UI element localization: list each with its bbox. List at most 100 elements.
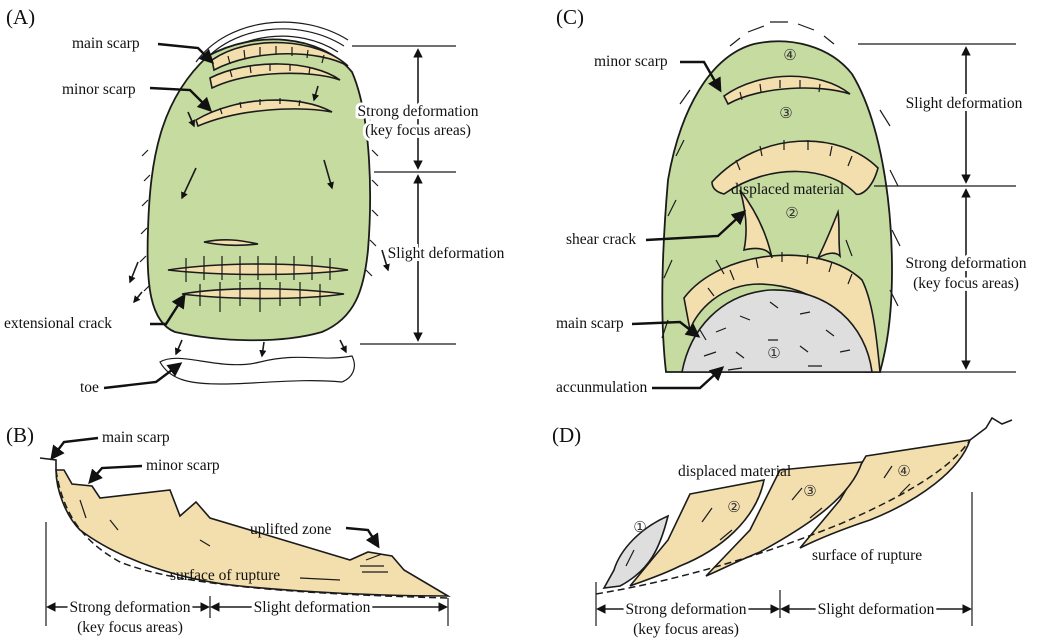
label-slight-deformation-b: Slight deformation — [254, 599, 371, 616]
slide-block-1 — [602, 514, 670, 589]
crack — [203, 239, 259, 247]
pointer-arrow — [103, 362, 183, 390]
panel-c: (C) ④ ③ ② ① minor scarp displaced materi… — [556, 5, 1030, 396]
label-toe: toe — [80, 379, 99, 396]
panel-c-tag: (C) — [556, 5, 584, 29]
motion-arrow — [312, 85, 320, 102]
surface-of-rupture-d — [595, 439, 971, 595]
label-extensional-crack: extensional crack — [4, 315, 112, 332]
label-key-focus: (key focus areas) — [365, 122, 471, 139]
label-surface-of-rupture-d: surface of rupture — [812, 547, 922, 564]
label-minor-scarp: minor scarp — [62, 81, 136, 98]
label-displaced-material-d: displaced material — [678, 463, 791, 480]
label-shear-crack: shear crack — [566, 231, 636, 248]
pointer-arrow — [88, 464, 143, 485]
pointer-arrow — [680, 60, 722, 93]
surface-of-rupture-line — [55, 469, 449, 599]
panel-d-tag: (D) — [552, 423, 581, 447]
number-1: ① — [767, 344, 780, 362]
label-displaced-material-c: displaced material — [731, 181, 844, 198]
side-hatching — [661, 89, 901, 341]
pointer-arrow — [149, 86, 213, 113]
label-strong-deformation-b: Strong deformation — [70, 599, 191, 616]
zone-boundary — [595, 492, 973, 626]
zone-boundary — [352, 45, 456, 345]
crown-arc — [195, 21, 349, 63]
minor-scarp-band — [195, 99, 333, 128]
label-strong-deformation-c: Strong deformation — [906, 255, 1027, 272]
panel-b-tag: (B) — [6, 423, 34, 447]
scarp-ticks — [229, 64, 311, 78]
main-scarp-band — [211, 41, 349, 72]
minor-scarp-band — [209, 63, 341, 90]
motion-arrow — [381, 249, 390, 272]
label-minor-scarp-c: minor scarp — [594, 53, 668, 70]
label-main-scarp-b: main scarp — [102, 429, 170, 446]
number-2-d: ② — [727, 498, 740, 516]
scarp-ticks — [219, 98, 301, 115]
label-surface-of-rupture-b: surface of rupture — [170, 567, 280, 584]
scarp-band-3 — [711, 140, 879, 196]
scarp-band-4 — [722, 75, 851, 106]
motion-arrow — [323, 159, 334, 190]
motion-arrow — [174, 339, 183, 356]
motion-arrow — [259, 341, 267, 358]
label-strong-deformation-d: Strong deformation — [626, 601, 747, 618]
motion-arrow — [128, 261, 139, 284]
pointer-arrow — [645, 210, 747, 242]
label-accumulation: accunmulation — [556, 379, 647, 396]
label-slight-deformation: Slight deformation — [388, 245, 505, 262]
number-4-d: ④ — [897, 462, 910, 480]
zone-boundary — [858, 43, 1016, 373]
panel-d: (D) ① ② ③ ④ displaced material surface o… — [552, 416, 1013, 638]
label-minor-scarp-b: minor scarp — [146, 457, 220, 474]
scarp-ticks — [739, 80, 821, 101]
motion-arrow — [187, 111, 196, 128]
label-strong-deformation: Strong deformation — [358, 103, 479, 120]
pointer-arrow — [50, 436, 99, 461]
number-1-d: ① — [633, 518, 646, 536]
label-slight-deformation-d: Slight deformation — [818, 601, 935, 618]
pointer-arrow — [631, 320, 701, 338]
slide-block-3 — [705, 461, 864, 577]
shear-crack-shape — [816, 208, 842, 261]
number-2: ② — [785, 204, 798, 222]
ground-surface-d — [969, 416, 1013, 441]
crown-dashes — [729, 21, 835, 47]
uplift-marks — [360, 553, 388, 573]
scarp-ticks — [227, 46, 325, 65]
label-key-focus-d: (key focus areas) — [633, 621, 739, 638]
accumulation-texture — [703, 301, 851, 371]
label-slight-deformation-c: Slight deformation — [906, 95, 1023, 112]
scarp-ticks — [735, 140, 853, 171]
pointer-arrow — [150, 293, 186, 326]
motion-arrow — [339, 339, 347, 354]
panel-b: (B) main scarp minor scarp uplifted zone… — [6, 423, 451, 636]
pointer-arrow — [652, 366, 725, 390]
pointer-arrow — [157, 42, 215, 65]
label-main-scarp-c: main scarp — [556, 315, 624, 332]
pointer-arrow — [345, 526, 380, 549]
number-4: ④ — [783, 46, 796, 64]
slip-marks — [625, 465, 911, 567]
label-uplifted-zone: uplifted zone — [250, 521, 331, 538]
crack-teeth — [185, 256, 331, 282]
label-key-focus-c: (key focus areas) — [913, 275, 1019, 292]
motion-arrow — [181, 167, 197, 200]
toe-outline — [159, 355, 355, 385]
slip-marks — [79, 499, 341, 581]
number-3-d: ③ — [803, 482, 816, 500]
number-3: ③ — [779, 104, 792, 122]
ground-surface — [39, 457, 57, 470]
side-hatching — [139, 119, 379, 292]
panel-a-tag: (A) — [6, 5, 35, 29]
label-main-scarp: main scarp — [72, 35, 140, 52]
scarp-ticks — [707, 252, 853, 297]
landslide-body — [146, 38, 371, 342]
panel-a: (A) main — [4, 5, 508, 396]
zone-boundary — [45, 522, 449, 626]
slide-block-4 — [799, 439, 972, 549]
label-key-focus-b: (key focus areas) — [77, 619, 183, 636]
slide-block-2 — [629, 478, 766, 587]
